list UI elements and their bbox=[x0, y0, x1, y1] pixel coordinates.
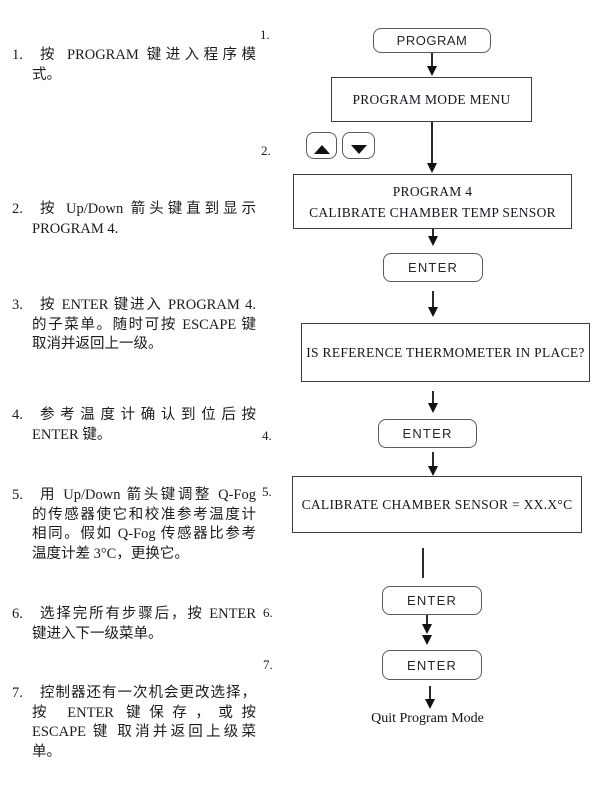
step-text-line: 选择完所有步骤后，按 ENTER bbox=[40, 606, 256, 622]
step-number: 4. bbox=[12, 407, 23, 423]
up-triangle-icon bbox=[313, 144, 330, 154]
program-key: PROGRAM bbox=[373, 28, 491, 53]
step-number: 6. bbox=[12, 606, 23, 622]
step-text-line: 温度计差 3°C，更换它。 bbox=[32, 545, 189, 562]
flowchart-marker-2: 2. bbox=[261, 143, 271, 158]
arrow-down-icon bbox=[428, 403, 438, 413]
step-text-line: 相同。假如 Q-Fog 传感器比参考 bbox=[32, 526, 256, 542]
step-text-line: 单。 bbox=[32, 743, 61, 760]
step-text-line: ESCAPE 键 取消并返回上级菜 bbox=[32, 724, 256, 740]
arrow-down-icon bbox=[428, 307, 438, 317]
step-text-line: 的传感器使它和校准参考温度计 bbox=[32, 506, 256, 523]
arrow-down-icon bbox=[425, 699, 435, 709]
program4-line1: PROGRAM 4 bbox=[392, 183, 473, 199]
instruction-step-7: 7. 控制器还有一次机会更改选择， 按 ENTER 键保存，或按 ESCAPE … bbox=[8, 684, 256, 762]
flowchart-marker-1: 1. bbox=[260, 27, 270, 42]
step-number: 5. bbox=[12, 487, 23, 503]
enter-key-1: ENTER bbox=[383, 253, 483, 282]
arrow-down-icon bbox=[427, 163, 437, 173]
step-text-line: ENTER 键。 bbox=[32, 426, 112, 443]
connector-line bbox=[431, 53, 433, 67]
up-arrow-key bbox=[306, 132, 337, 159]
arrow-down-icon bbox=[428, 466, 438, 476]
connector-line bbox=[432, 452, 434, 468]
step-text-line: 参考温度计确认到位后按 bbox=[40, 407, 256, 423]
instruction-step-5: 5. 用 Up/Down 箭头键调整 Q-Fog 的传感器使它和校准参考温度计 … bbox=[8, 486, 256, 564]
calibrate-sensor-display: CALIBRATE CHAMBER SENSOR = XX.X°C bbox=[292, 476, 582, 533]
step-text-line: 取消并返回上一级。 bbox=[32, 336, 163, 352]
program-mode-menu-display: PROGRAM MODE MENU bbox=[331, 77, 532, 122]
step-text-line: 按 PROGRAM 键进入程序模 bbox=[40, 47, 256, 63]
arrow-down-icon bbox=[427, 66, 437, 76]
enter-key-4: ENTER bbox=[382, 650, 482, 680]
program4-display: PROGRAM 4 CALIBRATE CHAMBER TEMP SENSOR bbox=[293, 174, 572, 229]
step-text-line: 的子菜单。随时可按 ESCAPE 键 bbox=[32, 316, 256, 333]
step-text-line: 键进入下一级菜单。 bbox=[32, 625, 163, 642]
connector-line bbox=[432, 291, 434, 308]
step-number: 2. bbox=[12, 201, 23, 217]
enter-key-2: ENTER bbox=[378, 419, 477, 448]
step-text-line: 式。 bbox=[32, 66, 61, 83]
instruction-step-1: 1. 按 PROGRAM 键进入程序模 式。 bbox=[8, 46, 256, 85]
connector-line bbox=[432, 391, 434, 404]
reference-thermometer-display: IS REFERENCE THERMOMETER IN PLACE? bbox=[301, 323, 590, 382]
down-arrow-key bbox=[342, 132, 375, 159]
step-text-line: 按 ENTER 键进入 PROGRAM 4. bbox=[40, 297, 256, 313]
instruction-step-3: 3. 按 ENTER 键进入 PROGRAM 4. 的子菜单。随时可按 ESCA… bbox=[8, 296, 256, 355]
connector-line bbox=[432, 229, 434, 238]
arrow-down-icon bbox=[422, 635, 432, 645]
connector-line bbox=[422, 548, 424, 578]
arrow-down-icon bbox=[428, 236, 438, 246]
step-text-line: PROGRAM 4. bbox=[32, 220, 119, 237]
flowchart-marker-7: 7. bbox=[263, 657, 273, 672]
instruction-step-4: 4. 参考温度计确认到位后按 ENTER 键。 bbox=[8, 406, 256, 445]
flowchart-marker-5: 5. bbox=[262, 484, 272, 499]
step-number: 7. bbox=[12, 685, 23, 701]
instruction-step-6: 6. 选择完所有步骤后，按 ENTER 键进入下一级菜单。 bbox=[8, 605, 256, 644]
quit-program-mode-label: Quit Program Mode bbox=[371, 711, 484, 726]
enter-key-3: ENTER bbox=[382, 586, 482, 615]
instruction-step-2: 2. 按 Up/Down 箭头键直到显示 PROGRAM 4. bbox=[8, 200, 256, 239]
flowchart-marker-4: 4. bbox=[262, 428, 272, 443]
step-text-line: 按 ENTER 键保存，或按 bbox=[32, 704, 256, 721]
connector-line bbox=[431, 122, 433, 163]
step-text-line: 用 Up/Down 箭头键调整 Q-Fog bbox=[40, 487, 256, 503]
step-text-line: 控制器还有一次机会更改选择， bbox=[40, 685, 256, 701]
down-triangle-icon bbox=[350, 144, 367, 154]
step-text-line: 按 Up/Down 箭头键直到显示 bbox=[40, 201, 256, 217]
connector-line bbox=[429, 686, 431, 700]
step-number: 1. bbox=[12, 47, 23, 63]
step-number: 3. bbox=[12, 297, 23, 313]
arrow-down-icon bbox=[422, 624, 432, 634]
connector-line bbox=[426, 615, 428, 627]
flowchart-marker-6: 6. bbox=[263, 605, 273, 620]
program4-line2: CALIBRATE CHAMBER TEMP SENSOR bbox=[309, 204, 556, 220]
